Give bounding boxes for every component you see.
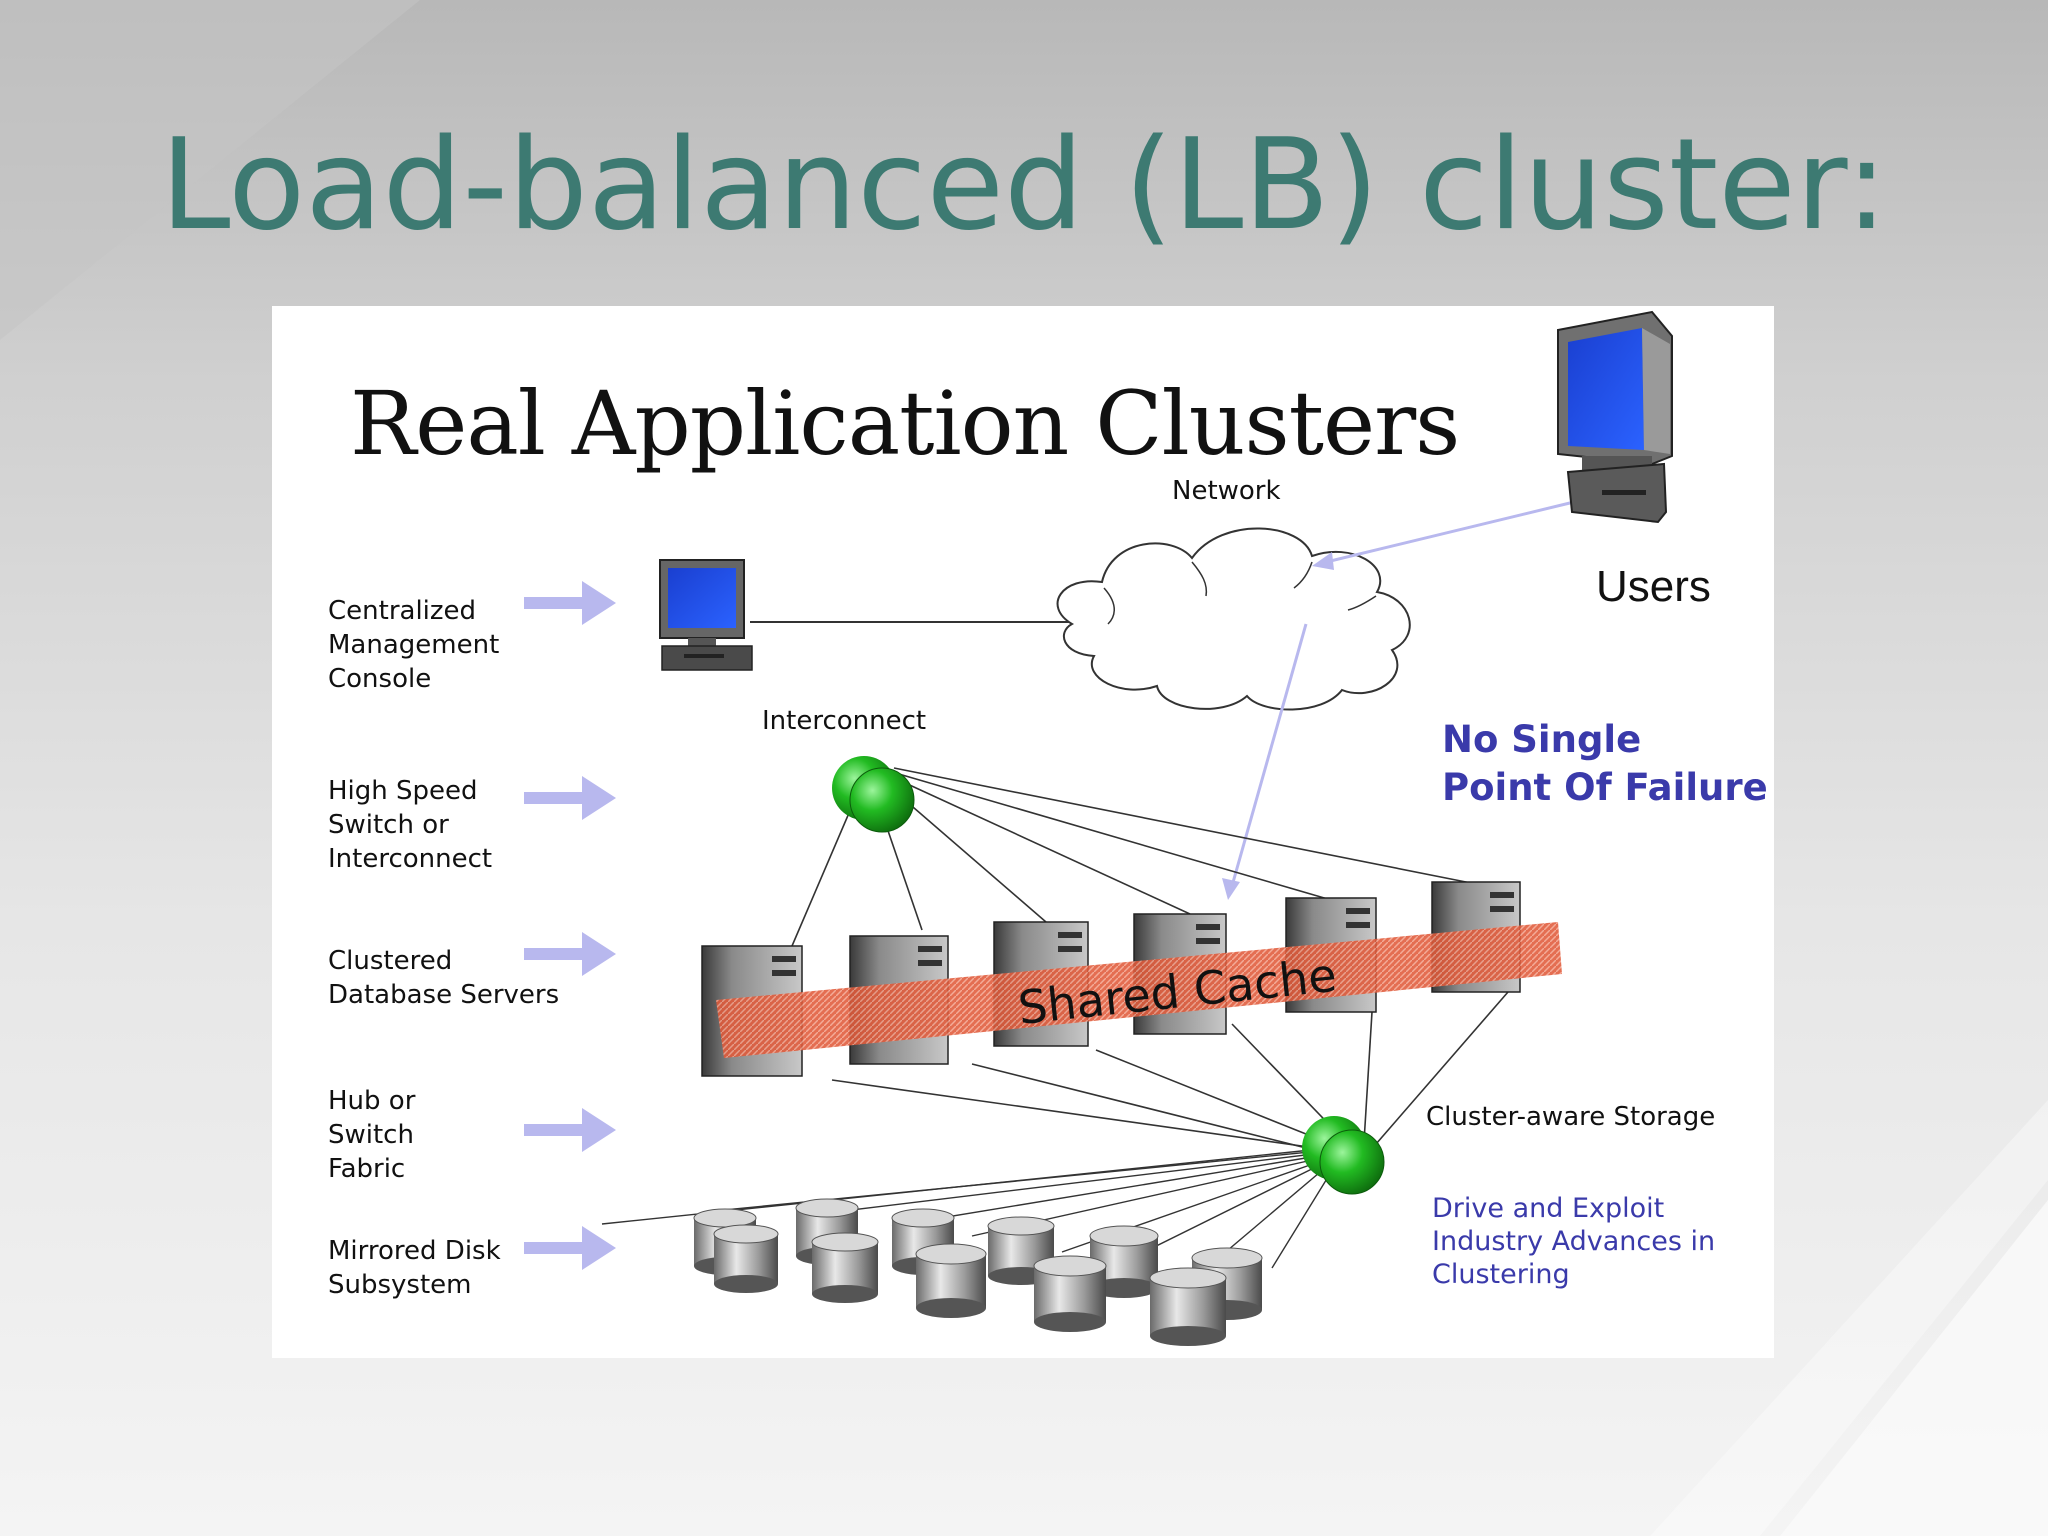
- slide-title: Load-balanced (LB) cluster:: [160, 111, 1888, 258]
- layer-label-servers: Clustered Database Servers: [328, 946, 560, 1010]
- desktop-computer-icon: [659, 559, 753, 671]
- cloud-icon: [1056, 527, 1411, 711]
- users-label: Users: [1596, 562, 1711, 611]
- layer-label-disks: Mirrored Disk Subsystem: [328, 1236, 501, 1300]
- diagram-panel: Shared Cache: [272, 306, 1774, 1358]
- interconnect-label: Interconnect: [762, 706, 927, 736]
- storage-server-links: [831, 991, 1509, 1155]
- disk-cylinder-icon: [1033, 1255, 1107, 1332]
- disk-cylinder-icon: [811, 1232, 879, 1303]
- switch-node-icon: [1302, 1116, 1385, 1195]
- callout-clustering: Drive and Exploit Industry Advances in C…: [1432, 1193, 1716, 1290]
- disk-cylinder-icon: [795, 1198, 859, 1265]
- desktop-computer-icon: [1557, 310, 1673, 524]
- diagram-title: Real Application Clusters: [350, 372, 1460, 475]
- layer-arrow-fabric: [524, 1108, 616, 1152]
- users-network-arrow: [1312, 500, 1575, 570]
- disk-cylinder-icon: [713, 1224, 779, 1293]
- layer-arrow-interconnect: [524, 776, 616, 820]
- network-label: Network: [1172, 476, 1281, 506]
- disk-cylinder-icon: [1149, 1267, 1227, 1346]
- layer-label-interconnect: High Speed Switch or Interconnect: [328, 776, 493, 874]
- layer-label-console: Centralized Management Console: [328, 596, 500, 694]
- callout-no-single-point: No Single Point Of Failure: [1442, 718, 1768, 809]
- layer-arrow-disks: [524, 1226, 616, 1270]
- network-servers-arrow: [1222, 623, 1308, 900]
- diagram-graphics: Shared Cache: [524, 310, 1673, 1346]
- disk-cylinder-icon: [915, 1243, 987, 1318]
- layer-arrow-servers: [524, 932, 616, 976]
- storage-label: Cluster-aware Storage: [1426, 1102, 1716, 1132]
- layer-arrow-console: [524, 581, 616, 625]
- layer-label-fabric: Hub or Switch Fabric: [328, 1086, 416, 1184]
- switch-node-icon: [832, 756, 915, 833]
- shared-cache-band: [716, 922, 1562, 1058]
